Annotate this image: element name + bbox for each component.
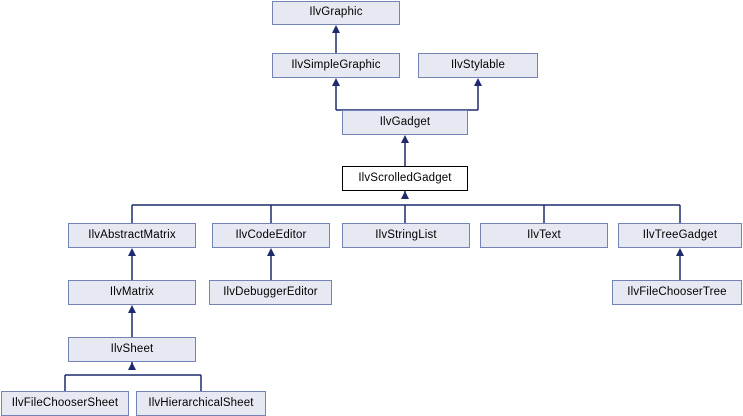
edge-ilvgadget-ilvstylable bbox=[336, 78, 482, 111]
class-node-label: IlvTreeGadget bbox=[642, 228, 718, 241]
edge-ilvdebuggereditor-ilvcodeeditor bbox=[267, 248, 275, 280]
class-node-label: IlvAbstractMatrix bbox=[88, 228, 176, 241]
class-node-label: IlvFileChooserSheet bbox=[11, 396, 119, 409]
class-node-label: IlvSheet bbox=[110, 342, 154, 355]
class-node-label: IlvCodeEditor bbox=[235, 228, 307, 241]
edge-ilvsheet-ilvmatrix bbox=[128, 305, 136, 337]
edge-bus-ilvsheet-children bbox=[65, 362, 201, 376]
class-node-label: IlvScrolledGadget bbox=[358, 171, 452, 184]
class-node-label: IlvGraphic bbox=[309, 6, 363, 19]
class-node-ilvscrolledgadget[interactable]: IlvScrolledGadget bbox=[342, 166, 468, 191]
class-node-ilvfilechoosersheet[interactable]: IlvFileChooserSheet bbox=[1, 391, 129, 416]
class-node-ilvstylable[interactable]: IlvStylable bbox=[418, 53, 538, 78]
edge-ilvsimplegraphic-ilvgraphic bbox=[332, 25, 340, 53]
class-node-ilvtreegadget[interactable]: IlvTreeGadget bbox=[618, 223, 742, 248]
edge-ilvgadget-ilvsimplegraphic bbox=[332, 78, 340, 110]
class-node-label: IlvFileChooserTree bbox=[627, 285, 727, 298]
class-node-ilvstringlist[interactable]: IlvStringList bbox=[342, 223, 470, 248]
class-node-label: IlvText bbox=[527, 228, 561, 241]
class-node-label: IlvStringList bbox=[375, 228, 437, 241]
class-node-ilvtext[interactable]: IlvText bbox=[480, 223, 608, 248]
class-node-ilvcodeeditor[interactable]: IlvCodeEditor bbox=[212, 223, 330, 248]
class-node-ilvmatrix[interactable]: IlvMatrix bbox=[68, 280, 196, 305]
class-node-label: IlvDebuggerEditor bbox=[223, 285, 318, 298]
class-node-label: IlvStylable bbox=[450, 58, 506, 71]
class-node-label: IlvMatrix bbox=[109, 285, 155, 298]
class-node-ilvdebuggereditor[interactable]: IlvDebuggerEditor bbox=[209, 280, 332, 305]
edge-bus-ilvscrolledgadget-children bbox=[132, 191, 680, 206]
class-node-label: IlvGadget bbox=[379, 115, 431, 128]
class-node-label: IlvSimpleGraphic bbox=[291, 58, 381, 71]
edge-ilvfilechoosertree-ilvtreegadget bbox=[676, 248, 684, 280]
class-node-ilvgadget[interactable]: IlvGadget bbox=[342, 110, 468, 135]
class-node-ilvsimplegraphic[interactable]: IlvSimpleGraphic bbox=[272, 53, 400, 78]
class-node-ilvfilechoosertree[interactable]: IlvFileChooserTree bbox=[612, 280, 742, 305]
class-node-ilvabstractmatrix[interactable]: IlvAbstractMatrix bbox=[68, 223, 196, 248]
edge-ilvmatrix-ilvabstractmatrix bbox=[128, 248, 136, 280]
class-node-ilvsheet[interactable]: IlvSheet bbox=[68, 337, 196, 362]
class-node-label: IlvHierarchicalSheet bbox=[148, 396, 254, 409]
edge-ilvscrolledgadget-ilvgadget bbox=[401, 135, 409, 166]
class-node-ilvgraphic[interactable]: IlvGraphic bbox=[272, 1, 400, 25]
class-node-ilvhierarchicalsheet[interactable]: IlvHierarchicalSheet bbox=[136, 391, 266, 416]
